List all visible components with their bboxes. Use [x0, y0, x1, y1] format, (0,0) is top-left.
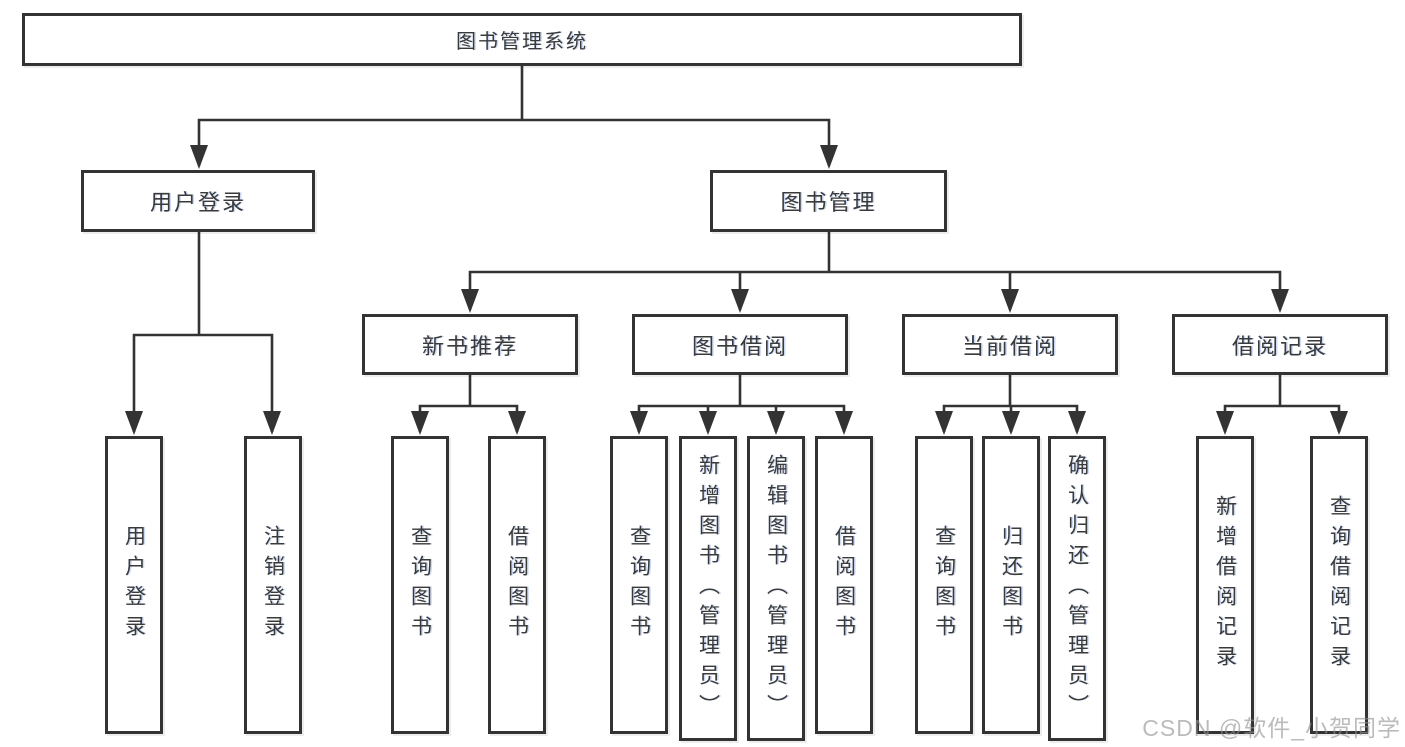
- leaf-current-confirm-return-admin-label: 确认归还（管理员）: [1065, 453, 1089, 724]
- node-current-borrowing: 当前借阅: [902, 314, 1118, 375]
- csdn-watermark: CSDN @软件_小贺同学: [1142, 715, 1401, 741]
- leaf-logout: 注销登录: [244, 436, 302, 734]
- leaf-newrec-borrow-books: 借阅图书: [488, 436, 546, 734]
- leaf-records-query-borrow-record-label: 查询借阅记录: [1327, 495, 1351, 675]
- leaf-user-login-label: 用户登录: [122, 525, 146, 645]
- leaf-current-return-books-label: 归还图书: [999, 525, 1023, 645]
- leaf-current-query-books-label: 查询图书: [932, 525, 956, 645]
- leaf-logout-label: 注销登录: [261, 525, 285, 645]
- leaf-records-query-borrow-record: 查询借阅记录: [1310, 436, 1368, 734]
- node-borrowing-records-label: 借阅记录: [1231, 333, 1328, 359]
- node-user-login-label: 用户登录: [149, 190, 246, 215]
- leaf-newrec-query-books: 查询图书: [391, 436, 449, 734]
- leaf-borrowing-edit-books-admin-label: 编辑图书（管理员）: [764, 453, 788, 724]
- node-current-borrowing-label: 当前借阅: [961, 333, 1058, 359]
- node-book-management: 图书管理: [710, 170, 947, 232]
- leaf-newrec-borrow-books-label: 借阅图书: [505, 525, 529, 645]
- leaf-user-login: 用户登录: [105, 436, 163, 734]
- node-book-management-label: 图书管理: [780, 190, 877, 215]
- leaf-borrowing-query-books-label: 查询图书: [627, 525, 651, 645]
- node-borrowing-records: 借阅记录: [1172, 314, 1388, 375]
- leaf-borrowing-borrow-books: 借阅图书: [815, 436, 873, 734]
- leaf-borrowing-edit-books-admin: 编辑图书（管理员）: [747, 436, 805, 741]
- node-book-borrowing-label: 图书借阅: [691, 333, 788, 359]
- node-new-book-recommendation-label: 新书推荐: [421, 333, 518, 359]
- node-book-borrowing: 图书借阅: [632, 314, 848, 375]
- node-root-label: 图书管理系统: [456, 31, 588, 53]
- leaf-records-add-borrow-record: 新增借阅记录: [1196, 436, 1254, 734]
- leaf-current-query-books: 查询图书: [915, 436, 973, 734]
- node-user-login: 用户登录: [81, 170, 315, 232]
- leaf-borrowing-borrow-books-label: 借阅图书: [832, 525, 856, 645]
- leaf-borrowing-add-books-admin-label: 新增图书（管理员）: [696, 453, 720, 724]
- node-root-library-system: 图书管理系统: [22, 13, 1022, 66]
- leaf-records-add-borrow-record-label: 新增借阅记录: [1213, 495, 1237, 675]
- node-new-book-recommendation: 新书推荐: [362, 314, 578, 375]
- leaf-newrec-query-books-label: 查询图书: [408, 525, 432, 645]
- leaf-borrowing-query-books: 查询图书: [610, 436, 668, 734]
- arrowheads: [125, 145, 1348, 435]
- leaf-current-return-books: 归还图书: [982, 436, 1040, 734]
- leaf-borrowing-add-books-admin: 新增图书（管理员）: [679, 436, 737, 741]
- leaf-current-confirm-return-admin: 确认归还（管理员）: [1048, 436, 1106, 741]
